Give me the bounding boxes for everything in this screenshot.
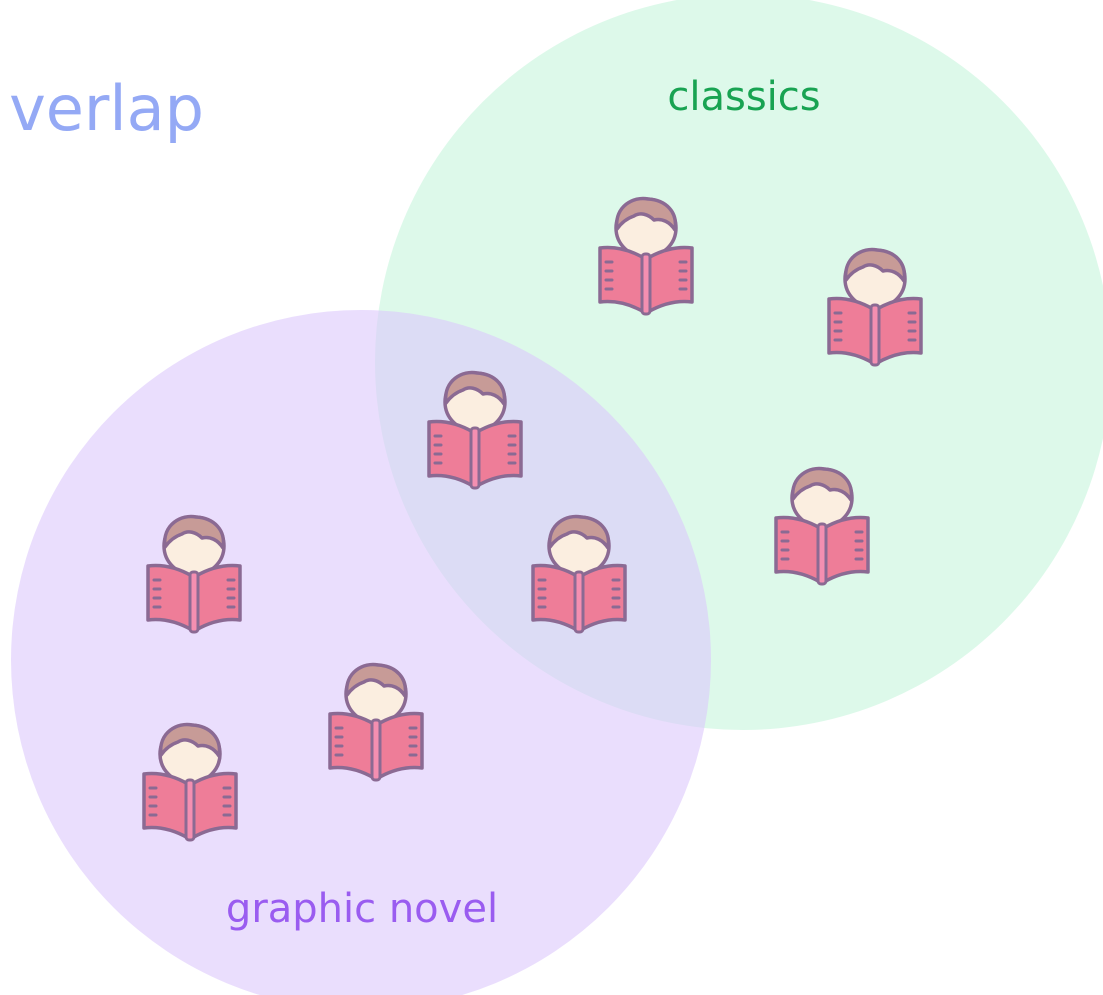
- graphic-novel-label: graphic novel: [226, 886, 498, 932]
- classics-label: classics: [667, 74, 820, 120]
- page-title: verlap: [9, 72, 204, 145]
